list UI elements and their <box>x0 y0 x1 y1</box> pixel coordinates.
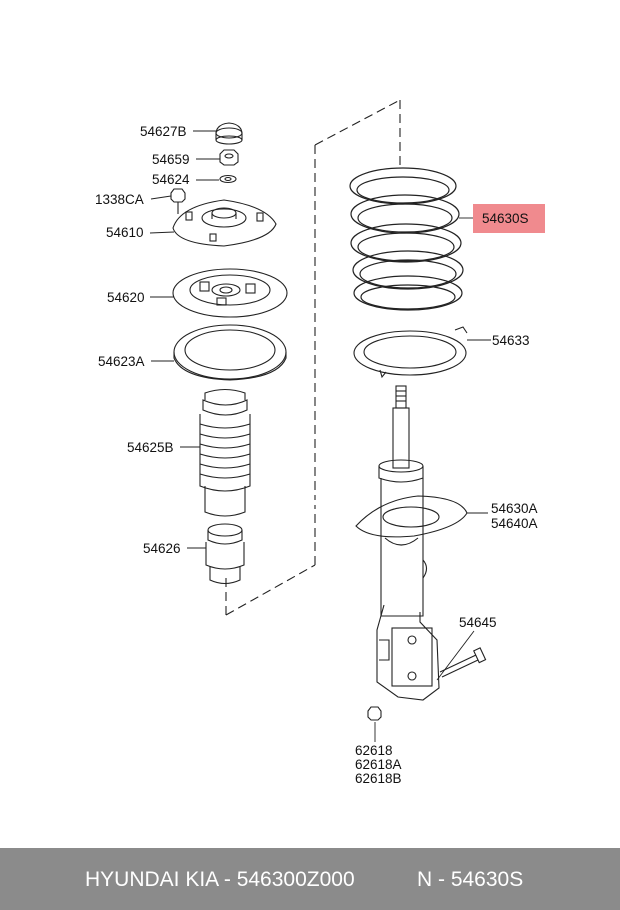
part-54626-bump-stopper <box>205 523 245 585</box>
label-54645: 54645 <box>459 615 497 630</box>
footer-diagram-number: N - 54630S <box>417 868 524 891</box>
label-54633: 54633 <box>492 333 530 348</box>
label-54620: 54620 <box>107 290 145 305</box>
part-highlight <box>473 204 545 233</box>
part-54620-bearing <box>172 268 288 318</box>
leader-lines <box>149 130 491 742</box>
part-1338CA-nut <box>170 188 186 214</box>
label-54630A: 54630A <box>491 501 538 516</box>
label-54659: 54659 <box>152 152 190 167</box>
part-54624-washer <box>219 174 237 184</box>
part-62618-nut <box>367 706 382 721</box>
label-1338CA: 1338CA <box>95 192 144 207</box>
part-54623A-spring-seat <box>173 324 287 381</box>
label-62618A: 62618A <box>355 757 402 772</box>
label-54626: 54626 <box>143 541 181 556</box>
label-62618: 62618 <box>355 743 393 758</box>
assembly-guide-lines <box>225 99 401 616</box>
part-54627B-cap <box>215 122 243 145</box>
label-54623A: 54623A <box>98 354 145 369</box>
part-54659-nut <box>219 149 239 166</box>
label-54627B: 54627B <box>140 124 187 139</box>
part-54610-top-mount <box>172 199 277 247</box>
footer-brand-part-number: HYUNDAI KIA - 546300Z000 <box>85 868 355 891</box>
part-54625B-dust-boot <box>199 388 251 517</box>
exploded-view-diagram <box>149 99 491 742</box>
label-54640A: 54640A <box>491 516 538 531</box>
part-54630A-strut <box>355 385 468 701</box>
part-54645-bolt <box>439 647 487 678</box>
label-54625B: 54625B <box>127 440 174 455</box>
label-62618B: 62618B <box>355 771 402 786</box>
part-54633-spring-pad <box>353 326 468 379</box>
label-54624: 54624 <box>152 172 190 187</box>
label-54610: 54610 <box>106 225 144 240</box>
part-54630S-coil-spring <box>349 167 464 311</box>
footer-bar: HYUNDAI KIA - 546300Z000 N - 54630S <box>0 848 620 910</box>
label-54630S: 54630S <box>482 211 529 226</box>
